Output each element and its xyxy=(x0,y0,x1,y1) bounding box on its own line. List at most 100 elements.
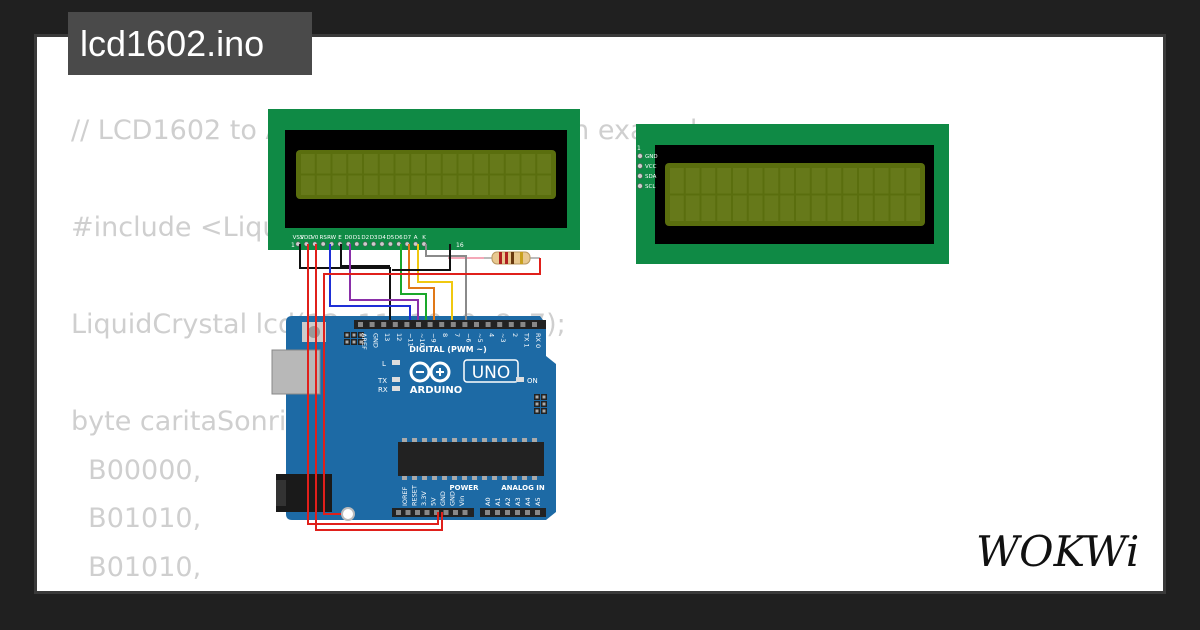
lcd-pin-label: RS xyxy=(320,235,328,241)
uno-model-text: UNO xyxy=(472,363,511,383)
led-rx-label: RX xyxy=(378,386,388,394)
led-l-label: L xyxy=(382,360,386,368)
digital-pin-label: ~6 xyxy=(464,333,472,343)
lcd-pin-label: D0 xyxy=(345,235,353,241)
digital-header-label: DIGITAL (PWM ~) xyxy=(409,345,487,354)
wire-d6-pin8 xyxy=(417,244,453,320)
digital-pin[interactable] xyxy=(439,322,445,327)
i2c-pin[interactable] xyxy=(637,183,643,189)
lcd-pin-label: D4 xyxy=(378,235,386,241)
wire-d5-pin9 xyxy=(408,244,435,320)
lcd-pin-first-label: 1 xyxy=(291,242,295,249)
i2c-pin[interactable] xyxy=(637,173,643,179)
usb-port xyxy=(271,349,321,395)
lcd-pin-label: D3 xyxy=(370,235,378,241)
code-line: B01010, xyxy=(71,503,202,534)
code-line: B00000, xyxy=(71,454,202,486)
digital-pin[interactable] xyxy=(392,322,398,327)
lcd-character-grid xyxy=(301,154,551,195)
i2c-pin-label: SCL xyxy=(645,184,656,190)
wire-e-pin11 xyxy=(349,244,419,320)
i2c-pin[interactable] xyxy=(637,153,643,159)
wire-vss-gnd xyxy=(299,244,391,320)
digital-pin-label: ~10 xyxy=(418,333,426,347)
lcd1602-i2c[interactable]: 1 GND VCC SDA SCL xyxy=(636,124,949,264)
arduino-logo xyxy=(409,361,451,383)
analog-pin-label: A1 xyxy=(494,497,502,506)
digital-pin[interactable] xyxy=(520,322,526,327)
power-pin-label: GND xyxy=(449,491,457,506)
digital-pin[interactable] xyxy=(474,322,479,327)
power-pin-label: GND xyxy=(439,491,447,506)
digital-pin-label: ~3 xyxy=(499,333,507,343)
backlight-resistor[interactable] xyxy=(448,251,540,265)
digital-pin[interactable] xyxy=(462,322,468,327)
wire-resistor-5v xyxy=(323,258,541,515)
digital-pin[interactable] xyxy=(369,322,375,327)
digital-pin[interactable] xyxy=(358,322,363,327)
lcd-pin[interactable] xyxy=(354,241,360,247)
project-title: lcd1602.ino xyxy=(68,12,312,75)
digital-pin[interactable] xyxy=(404,322,410,327)
digital-pin[interactable] xyxy=(532,322,537,327)
analog-pin-label: A3 xyxy=(514,497,522,506)
digital-pin[interactable] xyxy=(508,322,514,327)
i2c-pin-label: SDA xyxy=(645,174,657,180)
digital-pin[interactable] xyxy=(497,322,503,327)
lcd-pin-label: A xyxy=(414,235,418,241)
lcd-pin-last-label: 16 xyxy=(456,242,464,249)
lcd-pin[interactable] xyxy=(371,241,377,247)
analog-header-label: ANALOG IN xyxy=(501,484,545,492)
lcd-pin-label: VDD xyxy=(300,235,312,241)
lcd-pin-label: D5 xyxy=(387,235,395,241)
lcd-pin-label: K xyxy=(422,235,426,241)
wires xyxy=(299,244,541,531)
digital-pin-label: AREF xyxy=(360,333,368,350)
analog-pin-label: A5 xyxy=(534,497,542,506)
lcd-pin-label: VSS xyxy=(293,235,304,241)
digital-pin-label: ~9 xyxy=(430,333,438,343)
lcd-pin[interactable] xyxy=(320,241,326,247)
led-on xyxy=(516,377,524,382)
digital-pin[interactable] xyxy=(381,322,387,327)
wire-vdd-5v xyxy=(307,244,439,525)
i2c-pin[interactable] xyxy=(637,163,643,169)
i2c-pin-label: VCC xyxy=(645,164,657,170)
digital-pin-label: 7 xyxy=(453,333,461,337)
i2c-pin-first-label: 1 xyxy=(637,145,641,152)
lcd-pin-label: D2 xyxy=(361,235,369,241)
lcd-pin[interactable] xyxy=(387,241,393,247)
digital-pin[interactable] xyxy=(416,322,421,327)
digital-pin-label: ~11 xyxy=(406,333,414,347)
led-tx-label: TX xyxy=(377,377,387,385)
digital-pin-label: 4 xyxy=(488,333,496,337)
digital-pin-label: 2 xyxy=(511,333,519,337)
i2c-pin-header: GND VCC SDA SCL xyxy=(637,153,658,190)
digital-pin-label: GND xyxy=(372,333,380,348)
wire-rw-gnd xyxy=(340,244,390,267)
digital-pin-label: 8 xyxy=(441,333,449,337)
lcd-pin-label: E xyxy=(338,235,342,241)
power-pin-label: RESET xyxy=(411,485,419,506)
digital-pin[interactable] xyxy=(485,322,491,327)
led-tx xyxy=(392,377,400,382)
digital-pin[interactable] xyxy=(450,322,456,327)
led-on-label: ON xyxy=(527,377,538,385)
icsp-header-usb xyxy=(344,332,364,345)
uno-badge xyxy=(463,359,519,383)
arduino-brand-text: ARDUINO xyxy=(410,385,462,396)
lcd-pin-label: D1 xyxy=(353,235,361,241)
lcd-pin[interactable] xyxy=(362,241,368,247)
wire-k-gnd xyxy=(392,244,451,271)
lcd-pin[interactable] xyxy=(379,241,385,247)
analog-pin-label: A2 xyxy=(504,497,512,506)
i2c-pin-label: GND xyxy=(645,154,658,160)
digital-pin-label: ~5 xyxy=(476,333,484,343)
digital-pin[interactable] xyxy=(427,322,433,327)
digital-pin-label: 12 xyxy=(395,333,403,341)
lcd-pin-label: D6 xyxy=(395,235,403,241)
